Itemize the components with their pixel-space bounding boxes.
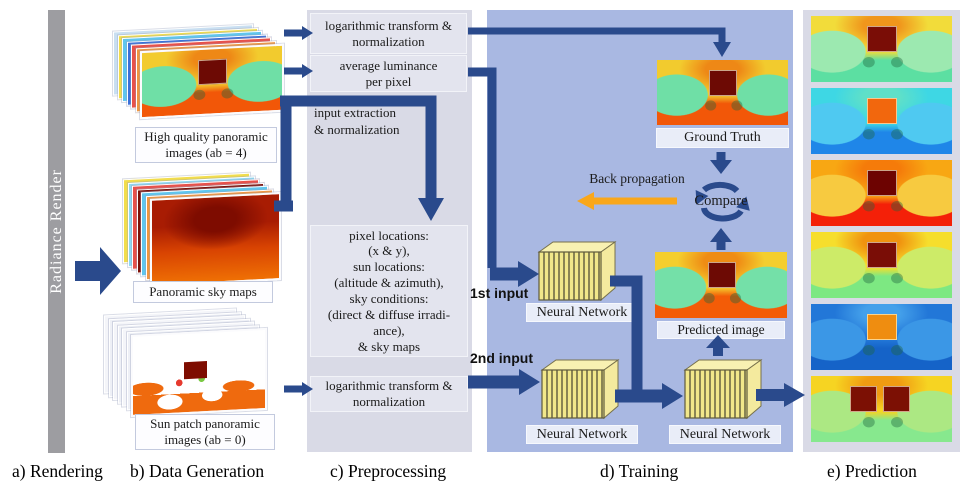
window-shape <box>198 58 228 86</box>
input-extraction-text: input extraction & normalization <box>314 105 400 137</box>
predicted-image-label: Predicted image <box>657 321 785 339</box>
ground-truth-image <box>657 60 788 125</box>
window-shape <box>850 385 878 413</box>
second-input-label: 2nd input <box>470 350 533 366</box>
window-shape <box>184 361 207 380</box>
neural-network-2 <box>539 358 623 420</box>
caption-training: d) Training <box>600 461 679 481</box>
sky-map-stack-label: Panoramic sky maps <box>133 281 273 303</box>
nn-stack-icon <box>683 359 763 420</box>
compare-label: Compare <box>694 193 748 209</box>
radiance-render-bar: Radiance Render <box>48 10 65 453</box>
prediction-image-1 <box>811 16 952 82</box>
caption-data-generation: b) Data Generation <box>130 461 265 481</box>
average-luminance-box: average luminance per pixel <box>310 55 467 92</box>
sky-map-image <box>150 192 281 287</box>
log-transform-box-top: logarithmic transform & normalization <box>310 13 467 54</box>
prediction-image-5 <box>811 304 952 370</box>
prediction-panel <box>803 10 960 452</box>
window-shape <box>867 25 897 53</box>
prediction-image-2 <box>811 88 952 154</box>
caption-rendering: a) Rendering <box>12 461 103 481</box>
window-shape <box>867 169 897 197</box>
window-shape <box>867 241 897 269</box>
caption-prediction: e) Prediction <box>827 461 917 481</box>
radiance-render-label: Radiance Render <box>47 169 65 294</box>
neural-network-label-3: Neural Network <box>669 425 781 444</box>
render-output-arrow <box>75 247 121 295</box>
sky-map-stack <box>123 171 288 295</box>
log-transform-box-bottom: logarithmic transform & normalization <box>310 376 468 412</box>
ground-truth-label: Ground Truth <box>656 128 789 148</box>
window-shape <box>882 385 910 413</box>
high-quality-pano-image <box>140 43 284 120</box>
window-shape <box>867 313 897 341</box>
window-shape <box>867 97 897 125</box>
prediction-image-3 <box>811 160 952 226</box>
sun-patch-image <box>131 327 267 418</box>
neural-network-1 <box>536 240 620 302</box>
window-shape <box>709 69 737 96</box>
high-quality-stack-label: High quality panoramic images (ab = 4) <box>135 127 277 163</box>
prediction-image-6 <box>811 376 952 442</box>
neural-network-3 <box>682 358 766 420</box>
sun-patch-stack <box>104 307 274 426</box>
caption-preprocessing: c) Preprocessing <box>330 461 447 481</box>
back-propagation-label: Back propagation <box>589 171 685 186</box>
predicted-image <box>655 252 787 318</box>
sun-patch-stack-label: Sun patch panoramic images (ab = 0) <box>135 414 275 450</box>
nn-stack-icon <box>540 359 620 420</box>
window-shape <box>707 261 736 289</box>
neural-network-label-1: Neural Network <box>526 303 638 322</box>
feature-list-box: pixel locations: (x & y), sun locations:… <box>310 225 468 357</box>
nn-stack-icon <box>537 241 617 302</box>
first-input-label: 1st input <box>470 285 529 301</box>
high-quality-image-stack <box>113 22 288 126</box>
prediction-image-4 <box>811 232 952 298</box>
neural-network-label-2: Neural Network <box>526 425 638 444</box>
